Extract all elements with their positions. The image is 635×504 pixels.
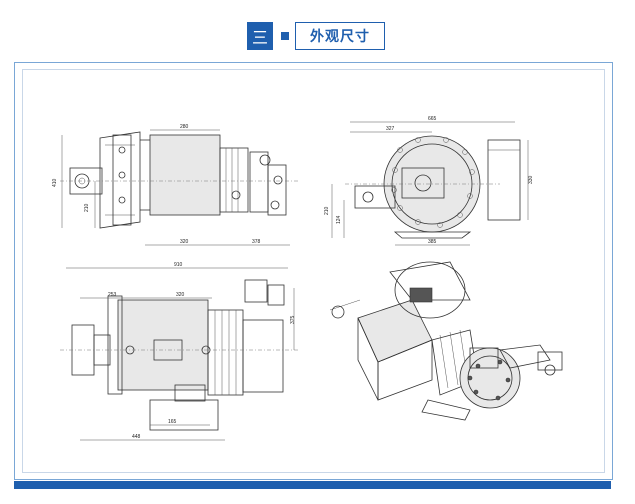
front-dim-height: 410 [52, 178, 58, 187]
drawing-frame-inner [22, 69, 605, 473]
side-dim-left: 327 [386, 126, 395, 132]
side-dim-total: 665 [428, 116, 437, 122]
top-dim-foot: 165 [168, 419, 177, 425]
side-dim-base: 385 [428, 239, 437, 245]
bottom-accent-bar [14, 481, 611, 489]
front-dim-bottom-2: 378 [252, 239, 261, 245]
side-dim-h-small: 124 [336, 215, 342, 224]
top-view-drawing: 910 253 320 375 165 448 [60, 262, 300, 441]
front-dim-shaft: 210 [84, 203, 90, 212]
section-header: 三 外观尺寸 [247, 22, 385, 50]
section-number: 三 [247, 22, 273, 50]
isometric-view-drawing [329, 261, 563, 421]
top-dim-a: 253 [108, 292, 117, 298]
header-dot-icon [281, 32, 289, 40]
top-dim-b: 320 [176, 292, 185, 298]
top-dim-right: 375 [290, 315, 296, 324]
side-dim-h-left: 210 [324, 206, 330, 215]
front-dim-width: 280 [180, 124, 189, 130]
top-dim-bottom: 448 [132, 434, 141, 440]
top-dim-total: 910 [174, 262, 183, 268]
side-view-drawing: 665 327 330 385 210 124 [324, 116, 534, 246]
drawing-frame [14, 62, 613, 480]
section-title: 外观尺寸 [295, 22, 385, 50]
front-view-drawing: 280 410 210 320 378 [52, 124, 300, 246]
front-dim-bottom-1: 320 [180, 239, 189, 245]
side-dim-height: 330 [528, 175, 534, 184]
